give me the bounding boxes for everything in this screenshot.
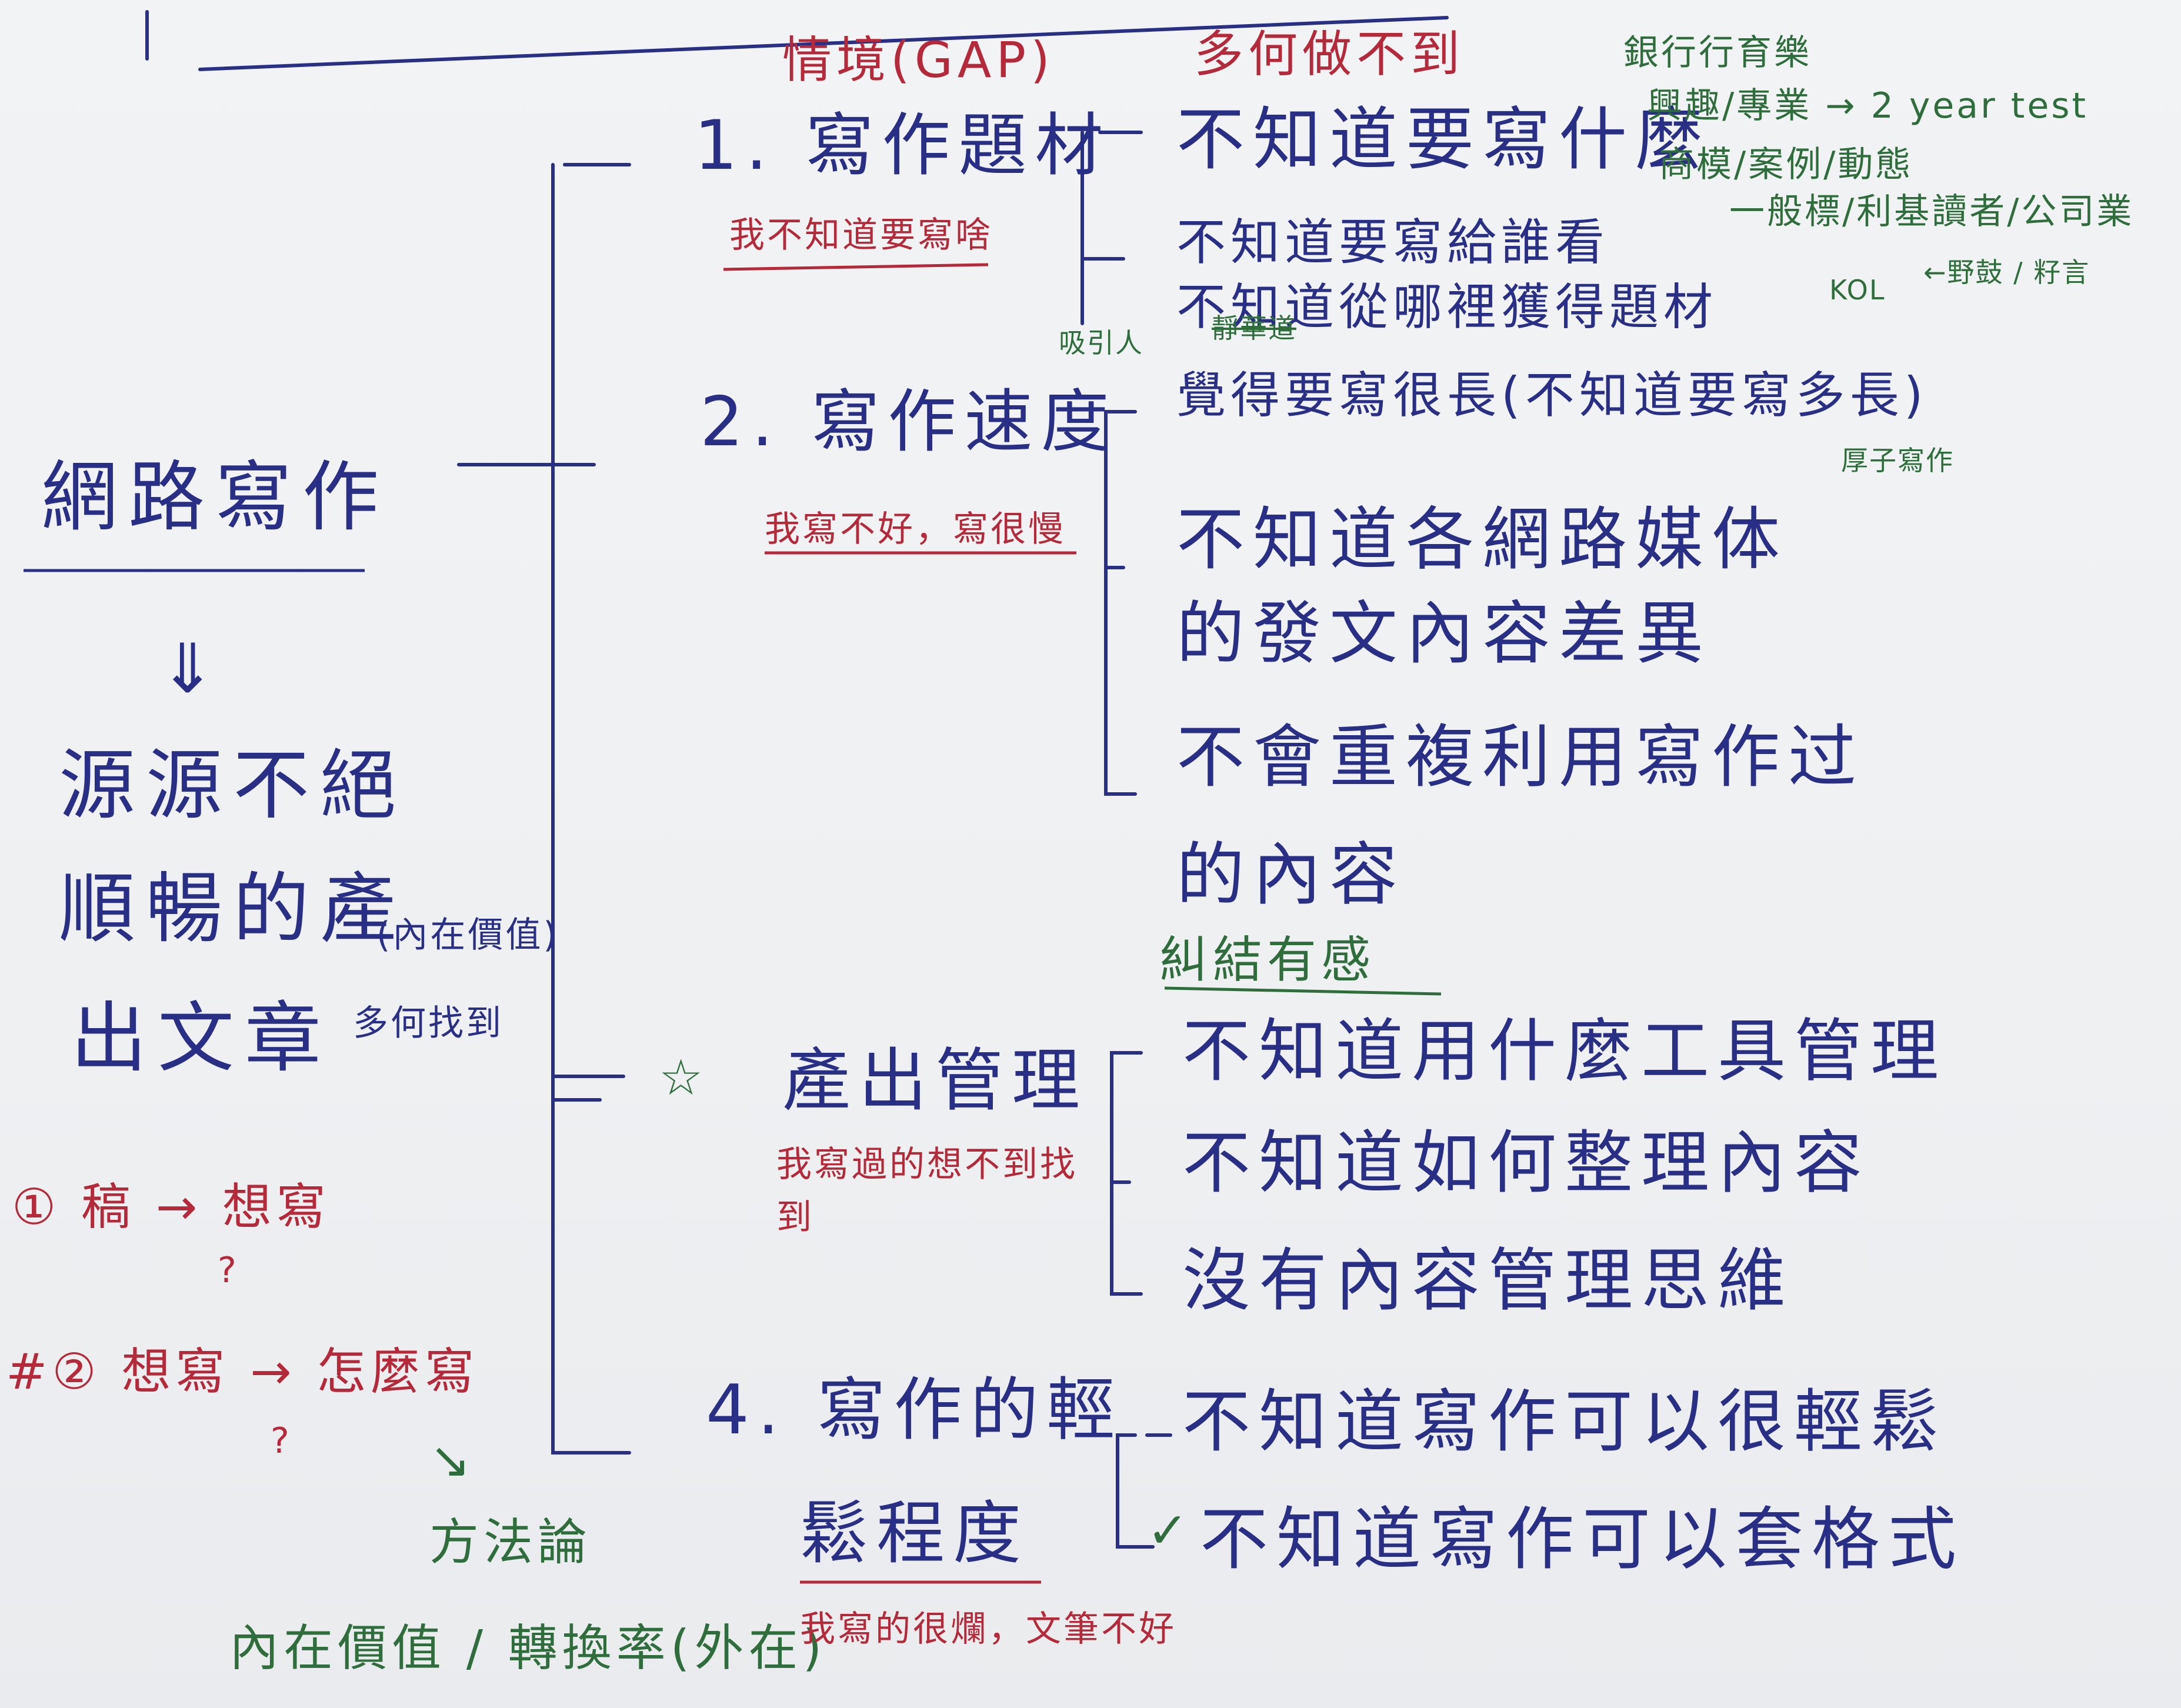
branch-4-item-1: 不知道寫作可以很輕鬆: [1182, 1382, 1947, 1462]
brace-4: [1116, 1433, 1172, 1549]
branch-3-gap-line-1: 我寫過的想不到找: [776, 1144, 1078, 1185]
branch-1-item-2: 不知道要寫給誰看: [1176, 214, 1610, 271]
gap-underline-1: [723, 263, 989, 271]
branch-4-gap: 我寫的很爛，文筆不好: [800, 1609, 1176, 1650]
branch-4-check-icon: ✓: [1147, 1502, 1193, 1559]
branch-3-item-2: 不知道如何整理內容: [1182, 1123, 1870, 1203]
branch-2-item-4: 不會重複利用寫作过: [1176, 718, 1865, 797]
branch-1-aside-3: 商模/案例/動態: [1659, 144, 1913, 185]
root-title: 網路寫作: [41, 452, 390, 542]
branch-1-audience: 一般標/利基讀者/公司業: [1729, 191, 2135, 232]
bottom-note: 內在價值 / 轉換率(外在): [229, 1619, 827, 1677]
branch-4-item-2: 不知道寫作可以套格式: [1200, 1500, 1965, 1579]
method-arrow: ↘: [429, 1431, 476, 1489]
branch-1-kol: KOL: [1829, 274, 1886, 306]
branch-1-arrow-note: ←野鼓 / 籽言: [1923, 256, 2090, 288]
how-to-header: 多何做不到: [1194, 25, 1465, 83]
branch-4-label-line-1: 4. 寫作的輕: [706, 1370, 1123, 1450]
branch-2-stuck-note: 糾結有感: [1159, 931, 1376, 989]
branch-4-label-line-2: 鬆程度: [800, 1494, 1029, 1573]
step-1-question: ?: [218, 1250, 239, 1291]
how-value-note: 多何找到: [353, 1003, 503, 1044]
root-goal-line-3: 出文章: [71, 993, 332, 1083]
branch-3-item-3: 沒有內容管理思維: [1182, 1241, 1794, 1320]
branch-1-aside-2: 興趣/專業 → 2 year test: [1647, 85, 2089, 126]
root-goal-line-2: 順暢的產: [59, 864, 408, 953]
branch-2-gap: 我寫不好，寫很慢: [765, 509, 1066, 550]
branch-1-label: 1. 寫作題材: [694, 106, 1112, 185]
branch-1-crossed: 靜華道: [1212, 312, 1296, 344]
branch-2-item-5: 的內容: [1176, 835, 1406, 915]
branch-2-label: 2. 寫作速度: [700, 382, 1118, 462]
intrinsic-note: (內在價值): [376, 915, 559, 956]
step-2-question: ?: [271, 1420, 292, 1462]
brace-2: [1104, 410, 1137, 796]
branch-1-attract: 吸引人: [1059, 327, 1143, 359]
branch-1-gap: 我不知道要寫啥: [729, 215, 993, 256]
branch-2-item-3: 的發文內容差異: [1176, 594, 1712, 673]
branch-2-slow-note: 厚子寫作: [1841, 445, 1954, 476]
branch-3-gap-line-2: 到: [776, 1197, 814, 1238]
branch-1-item-1: 不知道要寫什麼: [1176, 100, 1712, 179]
branch-3-item-1: 不知道用什麼工具管理: [1182, 1012, 1947, 1091]
step-1-note: ① 稿 → 想寫: [12, 1178, 331, 1236]
branch-1-item-3: 不知道從哪裡獲得題材: [1176, 278, 1718, 336]
situation-header: 情境(GAP): [782, 31, 1055, 89]
stuck-underline: [1164, 986, 1442, 996]
method-note: 方法論: [429, 1513, 592, 1571]
branch-3-star-icon: ☆: [659, 1049, 708, 1106]
top-rule: [145, 10, 1449, 71]
root-goal-line-1: 源源不絕: [59, 740, 408, 830]
brace-3: [1110, 1051, 1143, 1296]
branch-3-label: 產出管理: [782, 1041, 1088, 1120]
root-arrow: ⇓: [159, 629, 225, 709]
branch-2-item-2: 不知道各網路媒体: [1176, 500, 1788, 579]
branch-2-item-1: 覺得要寫很長(不知道要寫多長): [1176, 366, 1928, 424]
brace-1: [1081, 131, 1143, 325]
main-bracket: [551, 163, 631, 1455]
branch-1-aside-1: 銀行行育樂: [1623, 32, 1812, 74]
step-2-note: #② 想寫 → 怎麼寫: [6, 1343, 479, 1400]
